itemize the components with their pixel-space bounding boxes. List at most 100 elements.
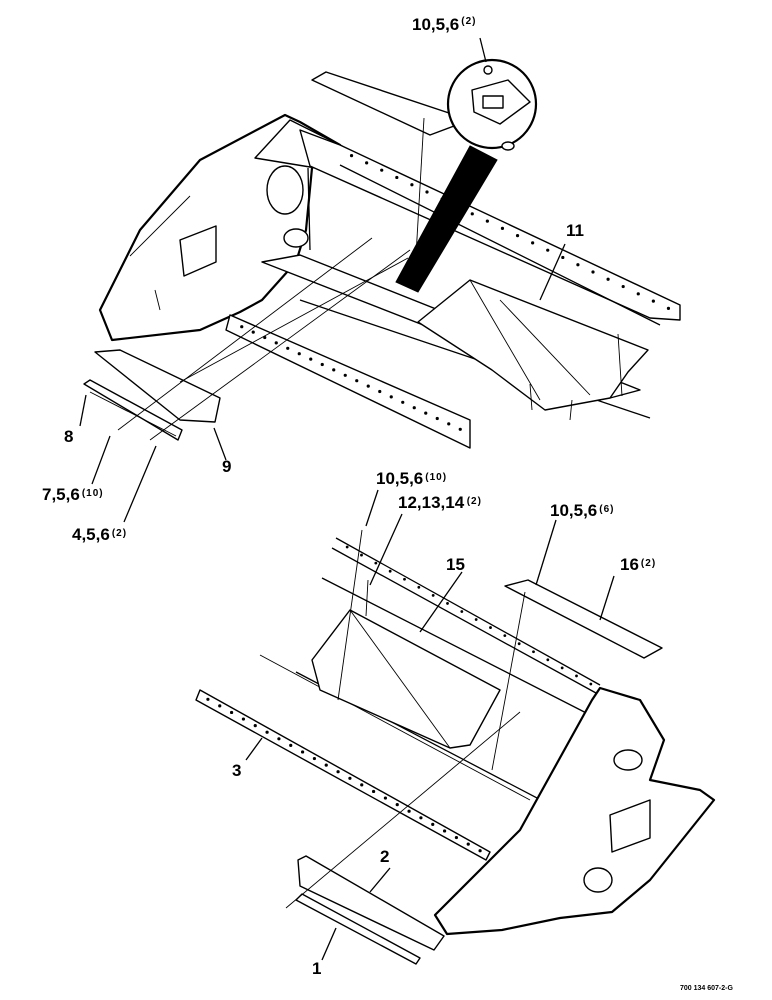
callout-8: 8 bbox=[64, 427, 73, 446]
hole bbox=[454, 835, 459, 840]
upper-channel-holes bbox=[240, 325, 462, 431]
hole bbox=[277, 737, 281, 741]
hole bbox=[206, 697, 210, 701]
hole bbox=[265, 730, 269, 734]
hole bbox=[309, 357, 313, 361]
hole bbox=[458, 427, 462, 431]
callout-10-5-6-right-qty: (6) bbox=[599, 504, 614, 515]
callout-10-5-6-lower: 10,5,6 bbox=[376, 469, 423, 488]
hole bbox=[435, 416, 439, 421]
lower-guide-lines bbox=[285, 529, 526, 909]
hole bbox=[355, 379, 359, 383]
hole bbox=[365, 161, 369, 165]
hole bbox=[517, 642, 521, 646]
hole bbox=[666, 306, 671, 310]
hole bbox=[345, 545, 349, 549]
hole bbox=[218, 704, 222, 708]
hole bbox=[241, 717, 246, 721]
hole bbox=[425, 190, 429, 194]
lower-channel-3 bbox=[195, 689, 491, 861]
hole bbox=[621, 284, 625, 289]
hole bbox=[575, 674, 578, 678]
upper-left-end-frame bbox=[98, 113, 343, 342]
lower-assembly bbox=[195, 529, 716, 965]
lower-shield-15 bbox=[311, 609, 501, 749]
hole bbox=[546, 658, 550, 662]
upper-shield-11 bbox=[417, 279, 649, 411]
callout-12-13-14: 12,13,14 bbox=[398, 493, 465, 512]
hole bbox=[240, 325, 244, 329]
callout-3: 3 bbox=[232, 761, 241, 780]
hole bbox=[606, 277, 610, 281]
hole bbox=[470, 212, 474, 216]
hole bbox=[410, 183, 414, 187]
hole bbox=[532, 650, 535, 654]
hole bbox=[591, 270, 595, 274]
hole bbox=[300, 750, 305, 754]
hole bbox=[286, 346, 290, 350]
hole bbox=[636, 292, 640, 296]
hole bbox=[503, 634, 507, 638]
hole bbox=[447, 422, 451, 426]
hole bbox=[389, 395, 393, 399]
callout-15: 15 bbox=[446, 555, 465, 574]
hole bbox=[395, 803, 399, 807]
hole bbox=[312, 756, 317, 761]
hole bbox=[274, 341, 278, 345]
hole bbox=[349, 154, 354, 158]
hole bbox=[374, 561, 378, 565]
hole bbox=[560, 666, 564, 670]
callout-4-5-6: 4,5,6 bbox=[72, 525, 110, 544]
hole bbox=[546, 248, 550, 252]
hole bbox=[388, 569, 392, 573]
hole bbox=[324, 763, 328, 767]
hole bbox=[253, 724, 257, 728]
upper-strip-8 bbox=[83, 379, 183, 441]
hole bbox=[489, 626, 492, 629]
hole bbox=[380, 168, 384, 172]
hole bbox=[383, 796, 388, 800]
callout-7-5-6-qty: (10) bbox=[82, 488, 104, 499]
upper-assembly bbox=[83, 58, 681, 449]
hole bbox=[478, 849, 482, 853]
hole bbox=[371, 789, 376, 794]
hole bbox=[229, 710, 234, 715]
hole bbox=[446, 602, 449, 605]
upper-rail-holes bbox=[349, 154, 671, 310]
callout-16-qty: (2) bbox=[641, 558, 656, 569]
callout-11: 11 bbox=[566, 221, 584, 240]
callout-16: 16 bbox=[620, 555, 639, 574]
hole bbox=[401, 400, 405, 404]
callout-9: 9 bbox=[222, 457, 231, 476]
drawing-number: 700 134 607-2-G bbox=[680, 985, 733, 992]
callout-12-13-14-qty: (2) bbox=[467, 496, 482, 507]
hole bbox=[395, 175, 399, 180]
hole bbox=[407, 809, 411, 813]
hole bbox=[417, 585, 421, 589]
hole bbox=[332, 368, 336, 372]
hole bbox=[263, 335, 267, 340]
hole bbox=[531, 241, 535, 245]
hole bbox=[419, 816, 423, 820]
hole bbox=[474, 618, 478, 621]
lower-channel-holes bbox=[206, 697, 482, 853]
hole bbox=[485, 219, 489, 223]
hole bbox=[403, 577, 406, 581]
lower-rail-holes bbox=[345, 545, 593, 686]
lower-plate-16 bbox=[504, 579, 663, 659]
hole bbox=[348, 776, 352, 780]
callout-10-5-6-detail: 10,5,6 bbox=[412, 15, 459, 34]
upper-guide-lines bbox=[117, 117, 623, 441]
hole bbox=[412, 406, 416, 410]
callout-7-5-6: 7,5,6 bbox=[42, 485, 80, 504]
callout-10-5-6-right: 10,5,6 bbox=[550, 501, 597, 520]
callout-labels: 10,5,6 (2) 11 8 9 7,5,6 (10) 4,5,6 (2) 1… bbox=[42, 15, 733, 992]
hole bbox=[366, 384, 370, 388]
hole bbox=[440, 197, 444, 201]
hole bbox=[297, 352, 301, 356]
hole bbox=[251, 330, 255, 334]
upper-bracket-9 bbox=[94, 349, 221, 423]
hole bbox=[576, 263, 580, 267]
